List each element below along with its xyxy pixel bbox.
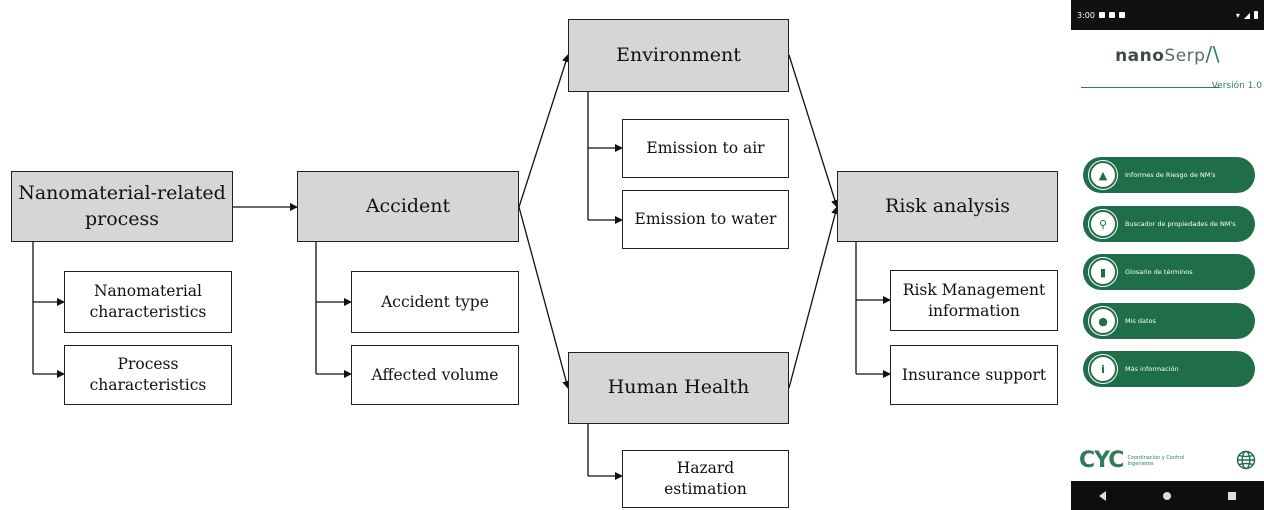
status-time: 3:00 — [1077, 10, 1095, 20]
node-human-health-sub1: Hazard estimation — [622, 450, 789, 508]
logo-prefix: nano — [1115, 46, 1165, 66]
node-environment-sub2-label: Emission to water — [634, 210, 777, 229]
node-accident-sub2: Affected volume — [351, 345, 519, 405]
node-process-sub2: Process characteristics — [64, 345, 232, 405]
flow-diagram: Nanomaterial-related process Nanomateria… — [11, 19, 1058, 508]
signal-icon: ◢ — [1243, 10, 1250, 20]
menu-item-label: Glosario de términos — [1125, 268, 1193, 276]
phone-screenshot: 3:00 ▾ ◢ nanoSerp/\ Versión 1.0 ▲ Inform… — [1071, 0, 1264, 510]
node-accident-sub1: Accident type — [351, 271, 519, 333]
node-human-health-sub1-label: Hazard estimation — [664, 459, 747, 498]
menu-item-label: Buscador de propiedades de NM's — [1125, 220, 1236, 228]
recents-icon[interactable] — [1227, 491, 1236, 500]
company-name: Coordinación y Control Ingenieros — [1127, 454, 1185, 467]
menu-item-more-info[interactable]: i Más información — [1083, 351, 1255, 387]
back-icon[interactable] — [1099, 490, 1107, 501]
menu-item-property-search[interactable]: ⚲ Buscador de propiedades de NM's — [1083, 206, 1255, 242]
settings-icon — [1098, 12, 1105, 18]
node-risk-sub2: Insurance support — [890, 345, 1058, 405]
version-divider — [1081, 87, 1219, 88]
status-left: 3:00 — [1077, 11, 1125, 20]
node-environment-label: Environment — [616, 43, 741, 66]
node-risk: Risk analysis — [837, 171, 1058, 242]
node-risk-label: Risk analysis — [885, 194, 1010, 217]
node-process-label: Nanomaterial-related process — [18, 181, 226, 230]
android-nav-bar — [1071, 481, 1264, 510]
arrow-humanhealth-risk — [788, 206, 840, 389]
node-human-health-label: Human Health — [607, 376, 750, 399]
node-accident-sub1-label: Accident type — [381, 292, 489, 311]
menu-item-label: Mis datos — [1125, 317, 1156, 325]
menu-item-my-data[interactable]: ● Mis datos — [1083, 303, 1255, 339]
logo-suffix: Serp — [1164, 46, 1206, 66]
globe-icon[interactable] — [1236, 450, 1256, 470]
menu-item-risk-reports[interactable]: ▲ Informes de Riesgo de NM's — [1083, 157, 1255, 193]
search-icon: ⚲ — [1089, 210, 1117, 238]
node-accident-sub2-label: Affected volume — [371, 365, 499, 384]
menu-item-glossary[interactable]: ▮ Glosario de términos — [1083, 254, 1255, 290]
node-risk-sub1-label: Risk Management information — [902, 280, 1046, 320]
company-logo-mark: CYC — [1079, 448, 1124, 473]
node-accident-label: Accident — [365, 194, 451, 217]
menu-item-label: Más información — [1125, 365, 1179, 373]
arrow-environment-risk — [788, 54, 839, 208]
status-right: ▾ ◢ — [1236, 11, 1258, 20]
person-icon: ● — [1089, 307, 1117, 335]
node-process: Nanomaterial-related process — [11, 171, 233, 242]
node-process-sub2-label: Process characteristics — [89, 355, 207, 394]
node-environment-sub2: Emission to water — [622, 190, 789, 249]
company-logo: CYC Coordinación y Control Ingenieros — [1079, 448, 1184, 473]
node-risk-sub2-label: Insurance support — [901, 365, 1047, 384]
wifi-icon: ▾ — [1235, 10, 1240, 20]
node-environment-sub1-label: Emission to air — [646, 139, 765, 158]
logo-mark: /\ — [1205, 42, 1220, 66]
battery-icon — [1254, 11, 1258, 19]
node-accident: Accident — [297, 171, 519, 242]
node-process-sub1: Nanomaterial characteristics — [64, 271, 232, 333]
node-environment-sub1: Emission to air — [622, 119, 789, 178]
book-icon: ▮ — [1089, 258, 1117, 286]
menu-item-label: Informes de Riesgo de NM's — [1125, 171, 1216, 179]
info-icon: i — [1089, 355, 1117, 383]
arrow-accident-humanhealth — [518, 206, 571, 389]
arrow-accident-environment — [518, 54, 570, 208]
node-process-sub1-label: Nanomaterial characteristics — [89, 282, 207, 321]
node-risk-sub1: Risk Management information — [890, 270, 1058, 331]
home-icon[interactable] — [1162, 491, 1171, 500]
connector-lines — [32, 54, 891, 480]
node-environment: Environment — [568, 19, 789, 92]
node-human-health: Human Health — [568, 352, 789, 424]
notification-icon — [1108, 12, 1115, 18]
sim-icon — [1118, 12, 1125, 18]
warning-icon: ▲ — [1089, 161, 1117, 189]
version-label: Versión 1.0 — [1211, 81, 1262, 91]
status-bar: 3:00 ▾ ◢ — [1071, 0, 1264, 30]
app-logo: nanoSerp/\ — [1071, 42, 1264, 66]
